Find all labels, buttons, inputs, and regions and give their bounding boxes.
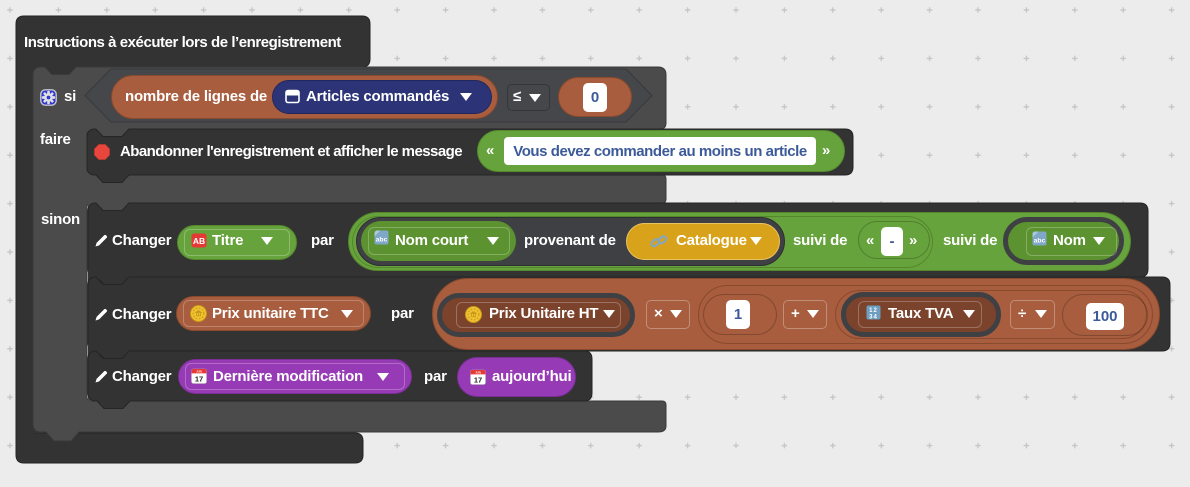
tva-field-label: Taux TVA <box>888 305 954 322</box>
message-text-input[interactable]: Vous devez commander au moins un article <box>504 137 816 165</box>
table-icon <box>285 89 300 104</box>
price-ttc-field-label: Prix unitaire TTC <box>212 305 329 322</box>
chevron-down-icon <box>963 310 975 318</box>
calendar-icon: July 17 <box>470 369 486 385</box>
one-value-input[interactable]: 1 <box>726 300 750 329</box>
coin-icon <box>465 306 482 323</box>
svg-text:17: 17 <box>195 374 203 383</box>
one-number-block[interactable] <box>703 293 777 335</box>
chevron-down-icon <box>460 93 472 101</box>
field-outline <box>183 300 364 327</box>
divide-operator-dropdown[interactable] <box>1010 300 1055 329</box>
set-date-par: par <box>424 368 447 385</box>
number-field-icon: 12 34 <box>866 305 881 320</box>
chevron-down-icon <box>529 94 541 102</box>
chevron-down-icon <box>261 237 273 245</box>
separator-text-input[interactable]: - <box>881 227 903 256</box>
svg-text:34: 34 <box>869 314 878 320</box>
chevron-down-icon <box>603 310 615 318</box>
chevron-down-icon <box>670 310 682 318</box>
pencil-icon <box>95 308 108 321</box>
set-title-verb: Changer <box>112 232 172 249</box>
end-field-label: Nom <box>1053 232 1086 249</box>
close-quote: » <box>822 142 831 159</box>
table-dropdown[interactable] <box>272 80 492 114</box>
set-title-par: par <box>311 232 334 249</box>
stop-octagon-icon <box>94 144 110 160</box>
open-quote: « <box>486 142 495 159</box>
hundred-number-block[interactable] <box>1062 294 1148 336</box>
chevron-down-icon <box>1093 237 1105 245</box>
hundred-value-input[interactable]: 100 <box>1086 303 1124 330</box>
chevron-down-icon <box>341 310 353 318</box>
chevron-down-icon <box>750 237 762 245</box>
mutator-gear-icon[interactable] <box>40 89 57 106</box>
svg-text:abc: abc <box>1034 238 1046 245</box>
svg-text:12: 12 <box>869 308 878 314</box>
field-outline <box>456 302 621 328</box>
svg-text:July: July <box>196 370 202 374</box>
chevron-down-icon <box>1035 310 1047 318</box>
container-title: Instructions à exécuter lors de l’enregi… <box>24 34 341 51</box>
operator-label: ≤ <box>513 88 522 105</box>
else-label: sinon <box>41 211 80 228</box>
pencil-icon <box>95 370 108 383</box>
calendar-icon: July 17 <box>191 368 207 384</box>
text-field-icon: AB <box>191 233 207 248</box>
count-of-label: nombre de lignes de <box>125 88 268 105</box>
multiply-operator-label: × <box>654 305 663 322</box>
divide-operator-label: ÷ <box>1018 305 1027 322</box>
field-outline <box>1026 227 1117 256</box>
price-ttc-field-dropdown[interactable] <box>176 296 371 331</box>
operator-dropdown[interactable] <box>507 84 550 111</box>
source-field-label: Nom court <box>395 232 469 249</box>
catalog-table-label: Catalogue <box>676 232 747 249</box>
date-field-label: Dernière modification <box>213 368 363 385</box>
open-quote: « <box>866 232 875 249</box>
from-label: provenant de <box>524 232 616 249</box>
then-label-1: suivi de <box>793 232 848 249</box>
field-outline <box>368 227 510 255</box>
title-field-label: Titre <box>212 232 244 249</box>
abc-field-icon: abc <box>1032 231 1047 246</box>
set-date-verb: Changer <box>112 368 172 385</box>
add-operator-label: + <box>791 305 800 322</box>
multiply-operator-dropdown[interactable] <box>646 300 690 329</box>
price-ht-field-label: Prix Unitaire HT <box>489 305 599 322</box>
then-label-2: suivi de <box>943 232 998 249</box>
svg-text:July: July <box>475 371 481 375</box>
if-label: si <box>64 88 77 105</box>
svg-text:AB: AB <box>193 236 205 246</box>
today-label: aujourd’hui <box>492 368 572 385</box>
field-outline <box>184 229 290 256</box>
do-label: faire <box>40 131 71 148</box>
add-block[interactable] <box>698 284 1153 344</box>
abc-field-icon: abc <box>374 230 389 245</box>
svg-text:abc: abc <box>376 237 388 244</box>
date-field-dropdown[interactable] <box>178 359 412 394</box>
chevron-down-icon <box>487 237 499 245</box>
field-outline <box>185 363 405 390</box>
chevron-down-icon <box>807 310 819 318</box>
separator-text-block[interactable] <box>858 221 930 259</box>
pencil-icon <box>95 234 108 247</box>
zero-value-input[interactable]: 0 <box>583 83 607 112</box>
abandon-label: Abandonner l'enregistrement et afficher … <box>120 143 463 160</box>
table-dropdown-label: Articles commandés <box>306 88 450 105</box>
chevron-down-icon <box>377 373 389 381</box>
add-operator-dropdown[interactable] <box>783 300 827 329</box>
link-icon <box>650 235 668 248</box>
set-price-par: par <box>391 305 414 322</box>
close-quote: » <box>909 232 918 249</box>
svg-text:17: 17 <box>474 375 482 384</box>
set-price-verb: Changer <box>112 306 172 323</box>
coin-icon <box>190 305 207 322</box>
field-outline <box>858 301 982 328</box>
